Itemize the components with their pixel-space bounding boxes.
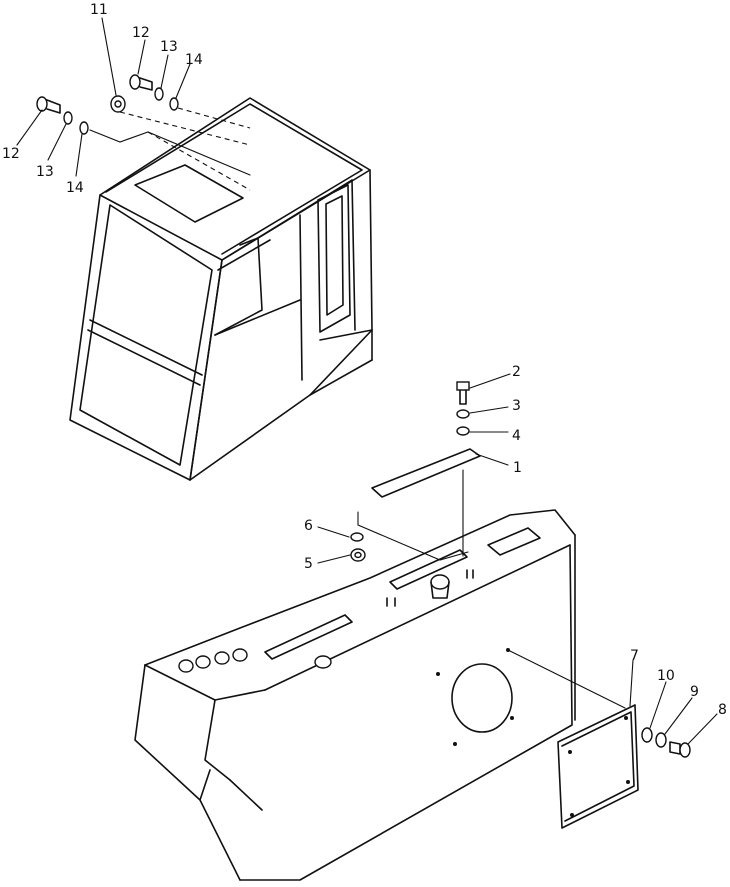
callout-1: 1 xyxy=(513,460,522,476)
callout-14-upper: 14 xyxy=(185,52,203,68)
main-body xyxy=(134,509,626,881)
bolt-2 xyxy=(456,381,470,405)
washer-14-upper xyxy=(169,97,179,111)
callout-8: 8 xyxy=(718,702,727,718)
washer-9 xyxy=(655,732,667,748)
bolt-12-upper xyxy=(129,74,153,91)
bushing-11 xyxy=(110,95,126,113)
callout-13-lower: 13 xyxy=(36,164,54,180)
callout-13-upper: 13 xyxy=(160,39,178,55)
washer-6 xyxy=(350,532,364,542)
callout-9: 9 xyxy=(690,684,699,700)
callout-14-lower: 14 xyxy=(66,180,84,196)
lock-washer-13-upper xyxy=(154,87,164,101)
washer-14-lower xyxy=(79,121,89,135)
callout-4: 4 xyxy=(512,428,521,444)
callout-leaders xyxy=(16,17,718,745)
callout-6: 6 xyxy=(304,518,313,534)
callout-5: 5 xyxy=(304,556,313,572)
washer-4 xyxy=(456,426,470,436)
callout-2: 2 xyxy=(512,364,521,380)
cover-7 xyxy=(557,704,639,829)
bolt-12-lower xyxy=(36,96,61,114)
nut-5 xyxy=(350,548,366,562)
callout-10: 10 xyxy=(657,668,675,684)
operator-cab xyxy=(69,97,373,481)
callout-12-upper: 12 xyxy=(132,25,150,41)
callout-11: 11 xyxy=(90,2,108,18)
callout-12-lower: 12 xyxy=(2,146,20,162)
lock-washer-3 xyxy=(456,409,470,419)
callout-7: 7 xyxy=(630,648,639,664)
lock-washer-13-lower xyxy=(63,111,73,125)
callout-3: 3 xyxy=(512,398,521,414)
bolt-8 xyxy=(669,741,691,758)
cover-plate-1 xyxy=(371,448,481,557)
washer-10 xyxy=(641,727,653,743)
